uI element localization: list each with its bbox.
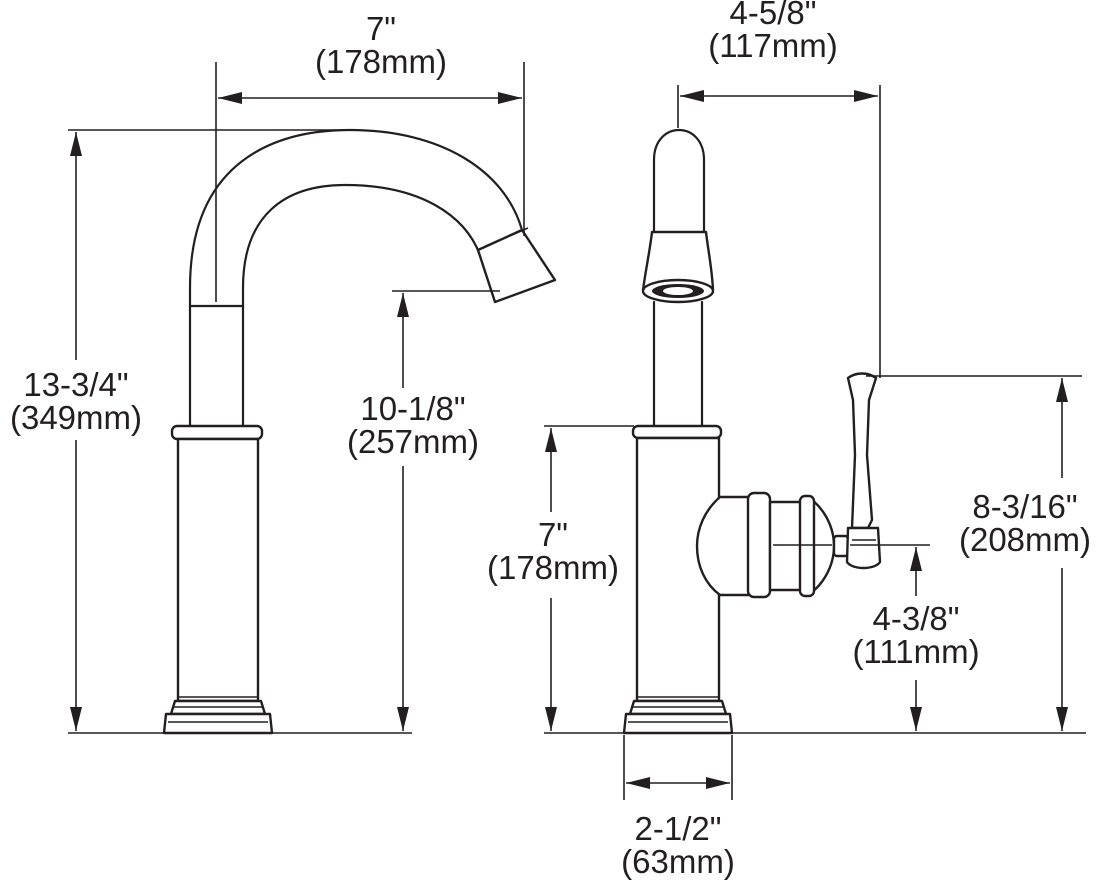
body-height-label: 7" (178mm)	[470, 518, 636, 584]
overall-height-inches: 13-3/4"	[23, 366, 129, 403]
spout-height-inches: 10-1/8"	[360, 390, 466, 427]
body-height-inches: 7"	[537, 516, 569, 553]
front-view-dimension-lines	[544, 85, 1086, 800]
handle-reach-mm: (117mm)	[708, 27, 838, 64]
handle-reach-inches: 4-5/8"	[729, 0, 817, 31]
front-view-faucet	[622, 128, 882, 735]
base-diameter-mm: (63mm)	[621, 843, 735, 880]
handle-height-mm: (208mm)	[958, 521, 1092, 558]
base-diameter-inches: 2-1/2"	[634, 810, 722, 847]
spout-height-mm: (257mm)	[346, 423, 480, 460]
handle-height-inches: 8-3/16"	[972, 488, 1078, 525]
handle-reach-label: 4-5/8" (117mm)	[688, 0, 858, 62]
side-view-faucet	[162, 128, 557, 735]
overall-height-mm: (349mm)	[9, 399, 143, 436]
side-view-dimension-lines	[68, 62, 525, 734]
spout-height-label: 10-1/8" (257mm)	[328, 392, 498, 458]
overall-height-label: 13-3/4" (349mm)	[0, 368, 152, 434]
handle-pivot-height-inches: 4-3/8"	[872, 600, 960, 637]
handle-height-label: 8-3/16" (208mm)	[946, 490, 1104, 556]
spout-reach-mm: (178mm)	[314, 43, 448, 80]
body-height-mm: (178mm)	[486, 549, 620, 586]
spout-reach-label: 7" (178mm)	[296, 12, 466, 78]
handle-pivot-height-mm: (111mm)	[852, 633, 980, 670]
spout-reach-inches: 7"	[365, 10, 397, 47]
handle-pivot-height-label: 4-3/8" (111mm)	[836, 602, 996, 668]
base-diameter-label: 2-1/2" (63mm)	[598, 812, 758, 878]
